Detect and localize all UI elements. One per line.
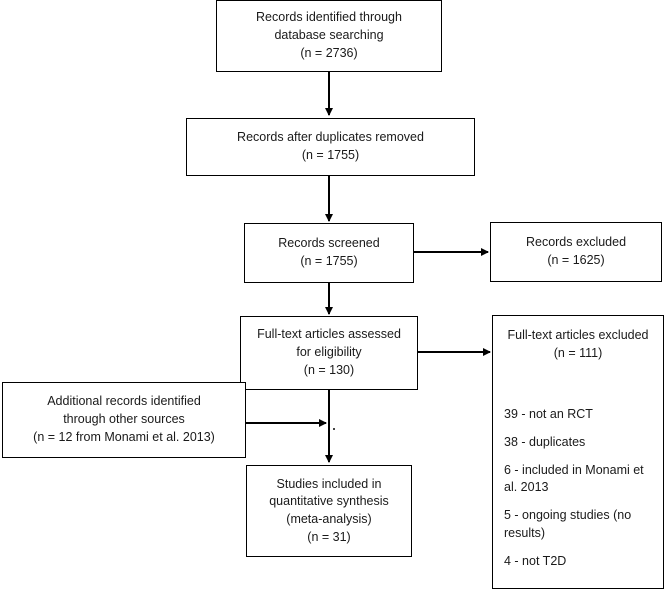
additional-count: (n = 12 from Monami et al. 2013) [33,429,215,444]
included-line-3: (meta-analysis) [286,512,372,526]
after-duplicates-label: Records after duplicates removed [237,130,424,145]
exclusion-reason: 39 - not an RCT [504,407,593,421]
identified-box: Records identified through database sear… [216,0,442,72]
screened-box: Records screened (n = 1755) [244,223,414,283]
screened-label: Records screened [278,236,380,251]
additional-line-1: Additional records identified [47,394,201,409]
included-line-1: Studies included in [276,476,382,491]
fulltext-count: (n = 130) [303,362,355,377]
after-duplicates-count: (n = 1755) [301,148,360,162]
identified-line-1: Records identified through [256,10,402,25]
after-duplicates-box: Records after duplicates removed (n = 17… [186,118,475,176]
exclusion-reason: 38 - duplicates [504,434,586,449]
included-box: Studies included in quantitative synthes… [246,465,412,557]
exclusion-reason: 4 - not T2D [504,553,567,568]
excluded-label: Records excluded [525,235,627,250]
identified-count: (n = 2736) [300,45,358,60]
included-count: (n = 31) [307,529,351,544]
included-line-2: quantitative synthesis [269,494,389,509]
excluded-box: Records excluded (n = 1625) [490,222,662,282]
exclusion-reason: 6 - included in Monami et al. 2013 [504,462,644,495]
fulltext-excluded-label: Full-text articles excluded [507,328,649,342]
identified-line-2: database searching [274,28,384,43]
screened-count: (n = 1755) [300,254,358,268]
excluded-count: (n = 1625) [547,253,605,267]
fulltext-excluded-box: Full-text articles excluded (n = 111) 39… [492,315,664,589]
stray-dot [333,428,335,430]
additional-records-box: Additional records identified through ot… [2,382,246,458]
fulltext-line-1: Full-text articles assessed [257,327,401,342]
exclusion-reason: 5 - ongoing studies (no results) [504,508,632,540]
fulltext-line-2: for eligibility [296,345,362,360]
additional-line-2: through other sources [63,412,185,427]
exclusion-reasons-list: 39 - not an RCT 38 - duplicates 6 - incl… [504,406,659,570]
fulltext-excluded-count: (n = 111) [553,345,603,360]
fulltext-box: Full-text articles assessed for eligibil… [240,316,418,390]
